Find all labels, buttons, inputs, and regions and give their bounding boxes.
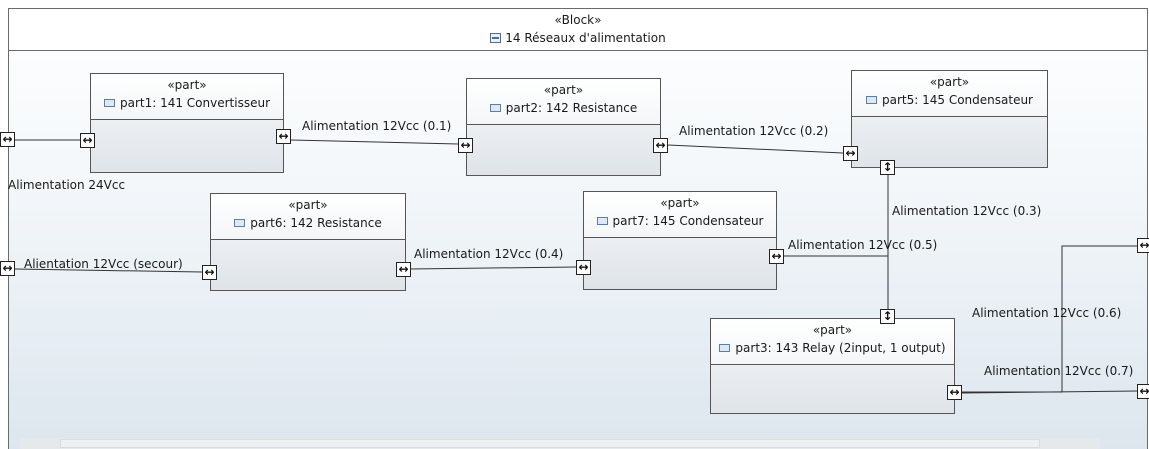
- port-part3-out[interactable]: [947, 385, 962, 400]
- part5-name-row: part5: 145 Condensateur: [852, 93, 1047, 107]
- part-type-icon: [719, 344, 731, 352]
- port-part7-in[interactable]: [576, 260, 591, 275]
- label-0-6: Alimentation 12Vcc (0.6): [972, 306, 1122, 320]
- wire-0-1[interactable]: [290, 139, 459, 145]
- label-0-3: Alimentation 12Vcc (0.3): [892, 204, 1042, 218]
- wire-0-7[interactable]: [961, 390, 1139, 394]
- part7-box[interactable]: «part» part7: 145 Condensateur: [583, 191, 777, 290]
- label-24vcc: Alimentation 24Vcc: [8, 178, 126, 192]
- part7-name: part7: 145 Condensateur: [612, 214, 764, 228]
- label-0-2: Alimentation 12Vcc (0.2): [679, 124, 829, 138]
- port-part2-out[interactable]: [653, 138, 668, 153]
- port-part5-in[interactable]: [843, 146, 858, 161]
- part2-stereotype: «part»: [543, 83, 584, 97]
- part-type-icon: [103, 99, 115, 107]
- port-part3-in[interactable]: [880, 309, 895, 324]
- part1-name-row: part1: 141 Convertisseur: [91, 96, 283, 110]
- part1-stereotype: «part»: [167, 78, 207, 92]
- port-block-left-bottom[interactable]: [0, 261, 15, 276]
- part2-name: part2: 142 Resistance: [505, 101, 638, 115]
- label-0-5: Alimentation 12Vcc (0.5): [788, 238, 938, 252]
- part-type-icon: [234, 219, 246, 227]
- part5-header: «part» part5: 145 Condensateur: [852, 71, 1047, 117]
- port-part6-out[interactable]: [396, 262, 411, 277]
- part1-box[interactable]: «part» part1: 141 Convertisseur: [90, 73, 284, 173]
- block-title-row: 14 Réseaux d'alimentation: [9, 31, 1147, 45]
- part3-stereotype: «part»: [812, 323, 853, 337]
- port-block-right-top[interactable]: [1137, 238, 1149, 253]
- part5-stereotype: «part»: [929, 75, 970, 89]
- part7-header: «part» part7: 145 Condensateur: [584, 192, 776, 238]
- part2-box[interactable]: «part» part2: 142 Resistance: [466, 78, 661, 176]
- port-part2-in[interactable]: [458, 138, 473, 153]
- part6-name-row: part6: 142 Resistance: [211, 216, 405, 230]
- label-0-7: Alimentation 12Vcc (0.7): [984, 364, 1134, 378]
- port-block-left-top[interactable]: [0, 132, 15, 147]
- port-part1-out[interactable]: [276, 129, 291, 144]
- part7-name-row: part7: 145 Condensateur: [584, 214, 776, 228]
- part5-name: part5: 145 Condensateur: [882, 93, 1033, 107]
- port-part7-out[interactable]: [769, 249, 784, 264]
- label-0-4: Alimentation 12Vcc (0.4): [414, 247, 564, 261]
- label-secour: Alientation 12Vcc (secour): [24, 257, 183, 271]
- part6-box[interactable]: «part» part6: 142 Resistance: [210, 193, 406, 291]
- part3-box[interactable]: «part» part3: 143 Relay (2input, 1 outpu…: [710, 318, 955, 414]
- port-part1-in[interactable]: [80, 133, 95, 148]
- block-title: 14 Réseaux d'alimentation: [505, 31, 666, 45]
- label-0-1: Alimentation 12Vcc (0.1): [302, 119, 452, 133]
- part6-header: «part» part6: 142 Resistance: [211, 194, 405, 240]
- part2-name-row: part2: 142 Resistance: [467, 101, 660, 115]
- block-type-icon: [490, 33, 502, 43]
- part1-name: part1: 141 Convertisseur: [119, 96, 271, 110]
- part3-header: «part» part3: 143 Relay (2input, 1 outpu…: [711, 319, 954, 365]
- scrollbar-thumb[interactable]: [60, 439, 1040, 448]
- wire-0-4[interactable]: [409, 266, 577, 270]
- block-stereotype: «Block»: [554, 13, 602, 27]
- part-type-icon: [866, 96, 877, 104]
- part3-name: part3: 143 Relay (2input, 1 output): [735, 341, 946, 355]
- part6-stereotype: «part»: [288, 198, 328, 212]
- wire-0-2[interactable]: [667, 144, 844, 154]
- port-part5-out[interactable]: [880, 160, 895, 175]
- port-part6-in[interactable]: [202, 265, 217, 280]
- port-block-right-bottom[interactable]: [1137, 384, 1149, 399]
- horizontal-scrollbar[interactable]: [20, 438, 1100, 449]
- part2-header: «part» part2: 142 Resistance: [467, 79, 660, 125]
- part7-stereotype: «part»: [660, 196, 700, 210]
- part5-box[interactable]: «part» part5: 145 Condensateur: [851, 70, 1048, 168]
- part-type-icon: [489, 104, 501, 112]
- part1-header: «part» part1: 141 Convertisseur: [91, 74, 283, 120]
- part-type-icon: [596, 217, 608, 225]
- block-header: «Block» 14 Réseaux d'alimentation: [9, 9, 1147, 51]
- part3-name-row: part3: 143 Relay (2input, 1 output): [711, 341, 954, 355]
- part6-name: part6: 142 Resistance: [250, 216, 382, 230]
- wire-secour[interactable]: [14, 268, 203, 273]
